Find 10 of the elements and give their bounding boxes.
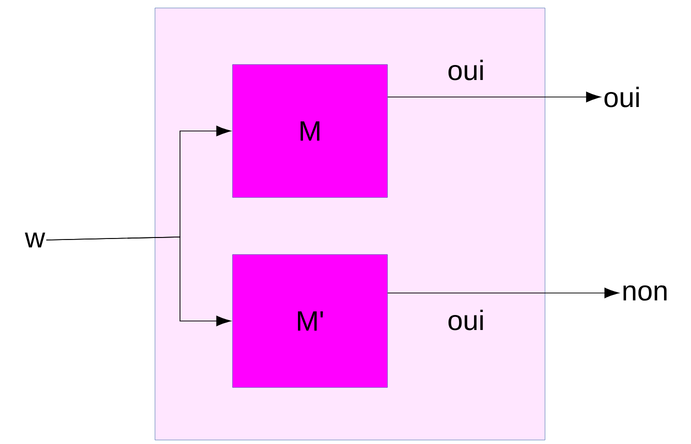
arrow	[46, 236, 231, 326]
node-label: w	[24, 232, 46, 248]
process-box: M	[232, 64, 388, 198]
edge-label: oui	[448, 60, 483, 80]
process-box: M'	[232, 254, 388, 388]
edge-label: oui	[448, 310, 483, 330]
arrow	[387, 92, 601, 102]
node-label: non	[624, 285, 667, 301]
node-label: oui	[604, 86, 639, 108]
arrow	[387, 288, 620, 298]
